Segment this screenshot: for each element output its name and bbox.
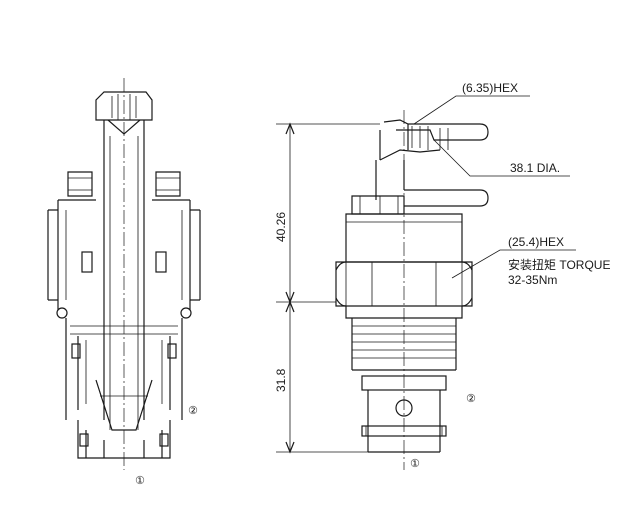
leader-lines <box>413 95 576 279</box>
port-1-label-left: ① <box>135 474 145 487</box>
port-2-label-left: ② <box>188 404 198 417</box>
external-view <box>335 110 489 470</box>
section-view <box>47 78 201 470</box>
torque-value: 32-35Nm <box>508 273 557 287</box>
dimension-lower-label: 31.8 <box>274 368 288 392</box>
torque-label: 安装扭矩 TORQUE <box>508 257 610 272</box>
hex-small-label: (6.35)HEX <box>462 81 518 95</box>
port-2-label-right: ② <box>466 392 476 405</box>
dimension-lines <box>276 122 380 454</box>
diameter-label: 38.1 DIA. <box>510 161 560 175</box>
hex-large-label: (25.4)HEX <box>508 235 564 249</box>
dimension-upper-label: 40.26 <box>274 212 288 242</box>
port-1-label-right: ① <box>410 457 420 470</box>
